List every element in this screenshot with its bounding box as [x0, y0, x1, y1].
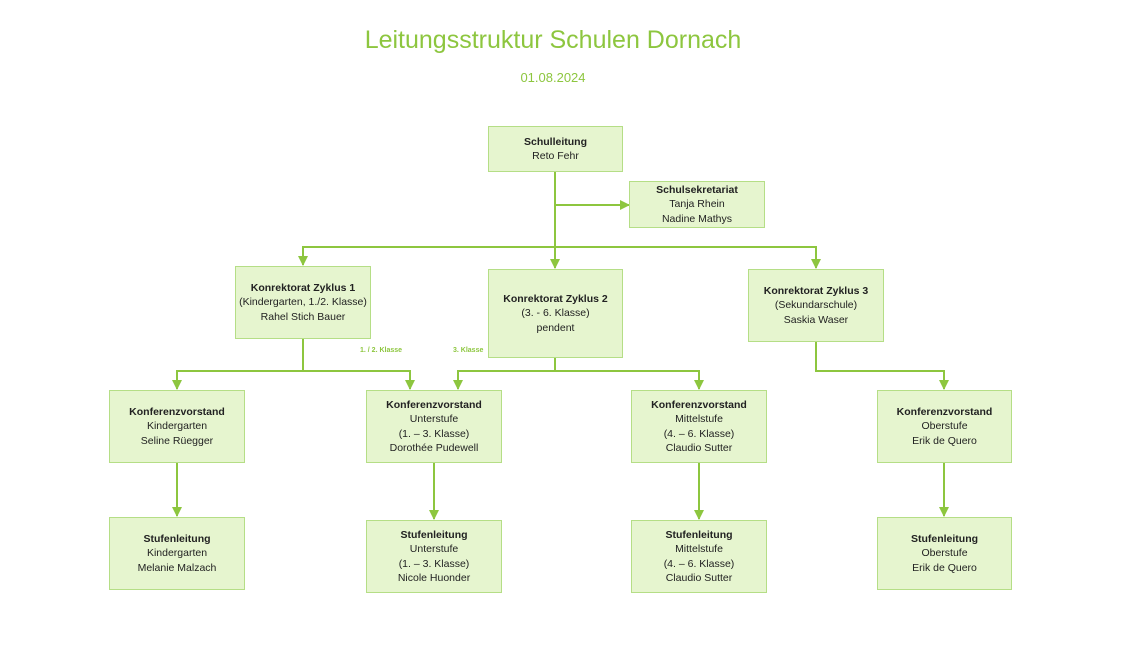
node-line: Mittelstufe — [675, 413, 723, 425]
node-konrektorat-zyklus-3: Konrektorat Zyklus 3 (Sekundarschule)Sask… — [748, 269, 884, 342]
edge-label-klasse-3: 3. Klasse — [453, 347, 484, 354]
node-title: Konrektorat Zyklus 3 — [763, 284, 869, 297]
node-title: Stufenleitung — [910, 532, 979, 545]
node-line: Oberstufe — [921, 547, 968, 560]
node-line: Mittelstufe — [675, 543, 723, 555]
node-line: Claudio Sutter — [665, 572, 733, 584]
node-line: (3. - 6. Klasse) — [521, 307, 590, 320]
page-title: Leitungsstruktur Schulen Dornach — [364, 26, 742, 54]
node-title: Schulleitung — [524, 135, 587, 148]
node-line: Tanja Rhein — [669, 198, 725, 211]
node-title: Stufenleitung — [143, 532, 211, 545]
edge-zyklus2-kv-mittelstufe — [555, 370, 704, 390]
node-title: Stufenleitung — [665, 528, 733, 541]
node-line: Nadine Mathys — [661, 212, 733, 225]
node-line: (1. – 3. Klasse) — [398, 427, 470, 440]
node-line: (1. – 3. Klasse) — [398, 557, 470, 570]
node-line: (Sekundarschule) — [774, 299, 858, 312]
node-line: Claudio Sutter — [665, 442, 733, 454]
node-title: Konferenzvorstand — [129, 405, 225, 418]
node-line: Erik de Quero — [912, 561, 977, 574]
edge-zyklus3-kv-oberstufe — [815, 342, 949, 390]
edge-schulleitung-zyklus3 — [555, 246, 821, 269]
node-line: Nicole Huonder — [397, 572, 471, 584]
node-title: Konrektorat Zyklus 1 — [250, 281, 356, 294]
edge-zyklus1-kv-kindergarten — [172, 339, 304, 390]
edge-zyklus2-kv-unterstufe — [453, 357, 556, 390]
node-title: Konrektorat Zyklus 2 — [503, 292, 608, 305]
edge-schulleitung-zyklus1 — [298, 246, 555, 266]
node-title: Schulsekretariat — [656, 183, 738, 196]
node-title: Stufenleitung — [400, 528, 468, 541]
node-line: (4. – 6. Klasse) — [663, 427, 735, 440]
page-date: 01.08.2024 — [520, 70, 586, 85]
node-konrektorat-zyklus-2: Konrektorat Zyklus 2 (3. - 6. Klasse)pend… — [488, 269, 623, 358]
node-line: (4. – 6. Klasse) — [663, 557, 735, 570]
node-line: Oberstufe — [921, 420, 968, 433]
node-line: Erik de Quero — [912, 434, 977, 447]
node-line: pendent — [536, 321, 575, 334]
node-line: Rahel Stich Bauer — [260, 310, 346, 323]
node-title: Konferenzvorstand — [651, 398, 747, 411]
edge-label-klasse-12: 1. / 2. Klasse — [360, 347, 403, 354]
node-title: Konferenzvorstand — [386, 398, 482, 411]
node-line: Saskia Waser — [783, 313, 849, 326]
node-line: Kindergarten — [146, 547, 208, 560]
node-line: Dorothée Pudewell — [389, 442, 479, 454]
node-line: (Kindergarten, 1./2. Klasse) — [239, 296, 367, 309]
node-line: Unterstufe — [409, 543, 459, 555]
node-title: Konferenzvorstand — [896, 405, 993, 418]
node-line: Reto Fehr — [532, 150, 579, 162]
node-line: Melanie Malzach — [137, 561, 217, 574]
node-line: Seline Rüegger — [140, 434, 214, 447]
edge-zyklus1-kv-unterstufe — [303, 370, 415, 390]
node-line: Unterstufe — [409, 413, 459, 425]
node-konrektorat-zyklus-1: Konrektorat Zyklus 1 (Kindergarten, 1./2.… — [235, 266, 371, 339]
node-line: Kindergarten — [146, 420, 208, 433]
